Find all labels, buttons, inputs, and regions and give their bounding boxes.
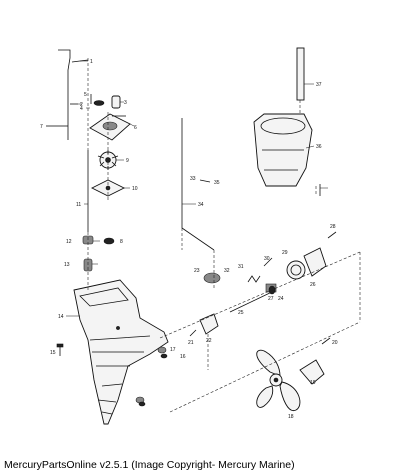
water-tube-seal [111, 95, 121, 109]
callout-35: 35 [214, 180, 220, 186]
callout-34: 34 [198, 202, 204, 208]
washer-16b [138, 401, 146, 407]
callout-22: 22 [206, 338, 212, 344]
screw-17a [157, 346, 167, 354]
gear-case-cap [303, 247, 327, 277]
callout-36: 36 [316, 144, 322, 150]
propeller [256, 349, 301, 412]
callout-19: 19 [310, 380, 316, 386]
callout-2: 2 [80, 102, 83, 108]
cotter-pin-20 [321, 337, 331, 345]
callout-26: 26 [310, 282, 316, 288]
callout-28: 28 [330, 224, 336, 230]
gear-23a [203, 272, 221, 284]
callout-4: 4 [80, 106, 83, 112]
callout-5: 5 [84, 92, 87, 98]
callout-3: 3 [124, 100, 127, 106]
washer-16 [160, 353, 168, 359]
callout-8: 8 [120, 239, 123, 245]
grommet [93, 100, 105, 106]
callout-33: 33 [190, 176, 196, 182]
callout-27: 27 [268, 296, 274, 302]
propeller-shaft [229, 289, 277, 313]
callout-31: 31 [238, 264, 244, 270]
bolt-28 [327, 231, 337, 239]
gear-23b [199, 313, 219, 335]
copyright-caption: MercuryPartsOnline v2.5.1 (Image Copyrig… [4, 459, 295, 471]
shift-shaft [181, 118, 215, 251]
pin-31 [189, 329, 197, 337]
leader-lines [66, 60, 328, 317]
exhaust-housing [253, 113, 313, 187]
callout-18: 18 [288, 414, 294, 420]
callout-9: 9 [126, 158, 129, 164]
callout-16: 16 [180, 354, 186, 360]
screw-15 [56, 343, 64, 356]
callout-13: 13 [64, 262, 70, 268]
callout-15: 15 [50, 350, 56, 356]
callout-30: 30 [264, 256, 270, 262]
assembly-lines [87, 58, 361, 413]
callout-24: 24 [278, 296, 284, 302]
bearing-25 [286, 260, 306, 280]
pin-30 [263, 257, 273, 267]
callout-25: 25 [238, 310, 244, 316]
callout-6: 6 [134, 125, 137, 131]
parts-diagram: 1 2 3 4 5 6 7 8 9 10 11 12 13 14 15 16 1… [40, 47, 361, 425]
callout-14: 14 [58, 314, 64, 320]
callout-23: 23 [194, 268, 200, 274]
callout-29: 29 [282, 250, 288, 256]
callout-1: 1 [90, 59, 93, 65]
bearing-8 [103, 237, 115, 245]
callout-12: 12 [66, 239, 72, 245]
callout-11: 11 [76, 202, 81, 208]
callout-7: 7 [40, 124, 43, 130]
water-tube [296, 47, 305, 101]
pin-35 [199, 179, 211, 183]
water-pump-body [89, 113, 131, 141]
callout-37: 37 [316, 82, 322, 88]
callout-10: 10 [132, 186, 138, 192]
callout-17: 17 [170, 347, 176, 353]
propeller-nut [299, 359, 325, 385]
spring-32 [247, 275, 261, 283]
callout-32: 32 [224, 268, 230, 274]
gear-housing [73, 279, 169, 425]
callout-21: 21 [188, 340, 194, 346]
callout-20: 20 [332, 340, 338, 346]
callouts: 1 2 3 4 5 6 7 8 9 10 11 12 13 14 15 16 1… [40, 59, 338, 420]
